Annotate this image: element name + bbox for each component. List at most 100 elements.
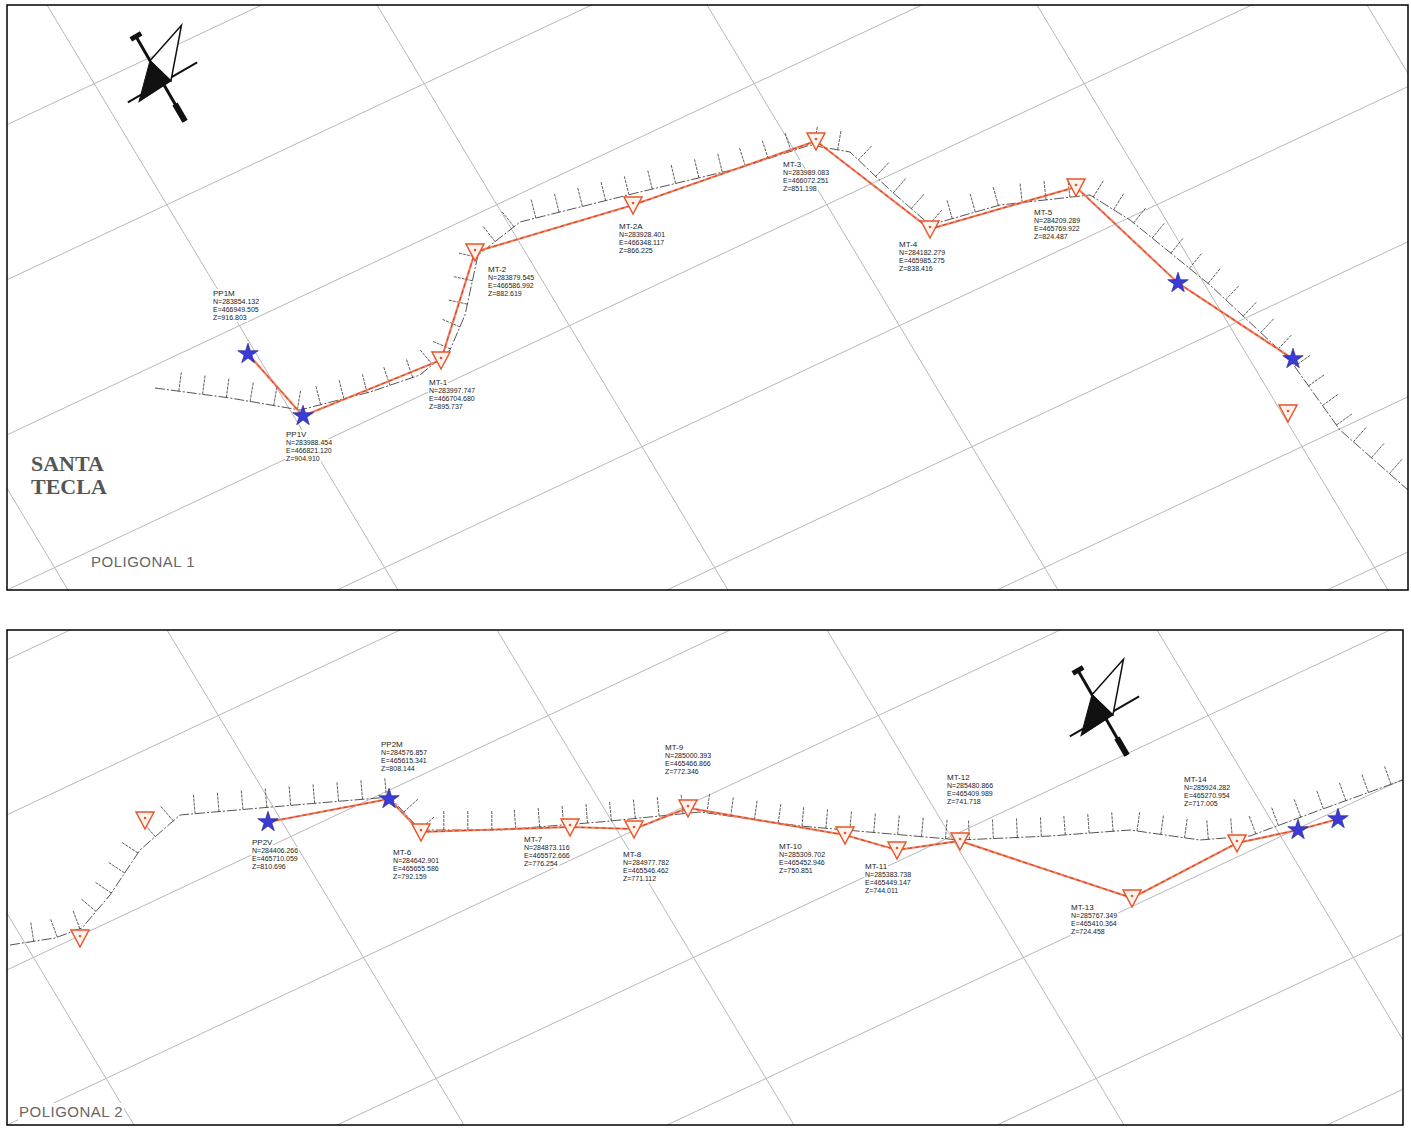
station-tick (313, 783, 315, 803)
station-tick (1317, 790, 1324, 809)
station-coordinate: N=285309.702 (778, 851, 826, 859)
station-tick (531, 199, 536, 218)
station-tick (467, 810, 468, 830)
station-tick (694, 158, 699, 177)
road-centerline (155, 145, 1408, 490)
station-coordinate: N=285383.738 (864, 871, 912, 879)
station-tick (241, 790, 243, 810)
station-tick (1271, 807, 1278, 826)
station-dot (929, 226, 932, 229)
station-coordinate: E=465769.922 (1033, 225, 1081, 233)
grid-line (727, 5, 1408, 590)
station-tick (1171, 238, 1184, 254)
station-coordinate: N=283988.454 (285, 439, 333, 447)
station-tick (826, 808, 828, 828)
station-tick (657, 796, 659, 816)
station-dot (815, 138, 818, 141)
station-coordinate: N=283989.083 (782, 169, 830, 177)
station-tick (671, 164, 676, 183)
grid-line (7, 5, 1408, 590)
grid-line (7, 5, 1408, 590)
station-coordinate: E=465615.341 (380, 757, 428, 765)
station-coordinate: N=283854.132 (212, 298, 260, 306)
station-tick (95, 882, 112, 893)
station-tick (1384, 766, 1391, 785)
station-name: MT-2 (487, 265, 507, 274)
station-tick (1088, 813, 1089, 833)
station-name: MT-9 (664, 743, 684, 752)
station-tick (739, 147, 745, 166)
station-tick (992, 819, 994, 839)
station-dot (1131, 895, 1134, 898)
station-coordinate: E=465466.866 (664, 760, 712, 768)
grid-line (287, 5, 1187, 590)
grid-line (1057, 630, 1403, 1125)
station-tick (81, 899, 96, 912)
station-tick (785, 132, 791, 151)
station-tick (1064, 815, 1065, 835)
station-tick (339, 379, 344, 398)
station-tick (538, 807, 540, 827)
station-tick (1322, 394, 1338, 406)
station-coordinate: E=466949.505 (212, 306, 260, 314)
station-tick (1020, 183, 1022, 203)
station-tick (1309, 374, 1325, 386)
grid-line (7, 5, 857, 590)
station-triangle (624, 197, 642, 214)
station-tick (648, 170, 653, 189)
station-dot (959, 838, 962, 841)
station-name: PP1M (212, 289, 236, 298)
station-tick (762, 140, 768, 159)
station-triangle (1279, 405, 1297, 422)
station-tick (898, 815, 900, 835)
station-tick (385, 777, 387, 797)
station-coordinate: Z=772.346 (664, 768, 700, 776)
station-coordinate: E=465655.586 (392, 865, 440, 873)
station-tick (838, 130, 841, 150)
station-triangle (951, 833, 969, 850)
station-dot (79, 935, 82, 938)
station-tick (1278, 334, 1292, 349)
station-tick (1112, 811, 1113, 831)
station-triangle (561, 819, 579, 836)
grid-line (397, 630, 1403, 1125)
benchmark-star (238, 343, 258, 362)
station-tick (1261, 318, 1275, 333)
station-tick (876, 162, 890, 177)
station-tick (609, 801, 611, 821)
station-coordinate: Z=744.011 (864, 887, 899, 895)
traverse-line (268, 799, 1338, 898)
benchmark-star (1288, 819, 1308, 838)
station-name: MT-13 (1070, 903, 1095, 912)
station-coordinate: Z=810.696 (251, 863, 287, 871)
station-tick (1226, 285, 1240, 300)
station-tick (453, 276, 473, 280)
station-dot (1236, 840, 1239, 843)
benchmark-star (258, 811, 278, 830)
station-name: PP2V (251, 838, 273, 847)
grid-line (1067, 630, 1403, 1125)
station-coordinate: Z=838.416 (898, 265, 934, 273)
station-coordinate: E=465409.989 (946, 790, 994, 798)
grid-line (67, 630, 1403, 1125)
station-tick (491, 810, 492, 830)
station-tick (947, 199, 952, 218)
station-name: MT-1 (428, 378, 448, 387)
station-triangle (432, 352, 450, 369)
station-coordinate: N=285924.282 (1183, 784, 1231, 792)
station-coordinate: Z=724.458 (1070, 928, 1106, 936)
station-triangle (807, 133, 825, 150)
station-coordinate: Z=717.005 (1183, 800, 1219, 808)
panel-title: POLIGONAL 2 (18, 1103, 124, 1120)
station-name: MT-2A (618, 222, 644, 231)
station-coordinate: E=465452.946 (778, 859, 826, 867)
station-tick (601, 181, 606, 200)
station-dot (420, 829, 423, 832)
station-tick (73, 910, 80, 929)
grid-line (947, 5, 1408, 590)
station-tick (1137, 811, 1140, 831)
north-arrow (1042, 646, 1166, 775)
station-coordinate: N=284182.279 (898, 249, 946, 257)
station-triangle (888, 842, 906, 859)
